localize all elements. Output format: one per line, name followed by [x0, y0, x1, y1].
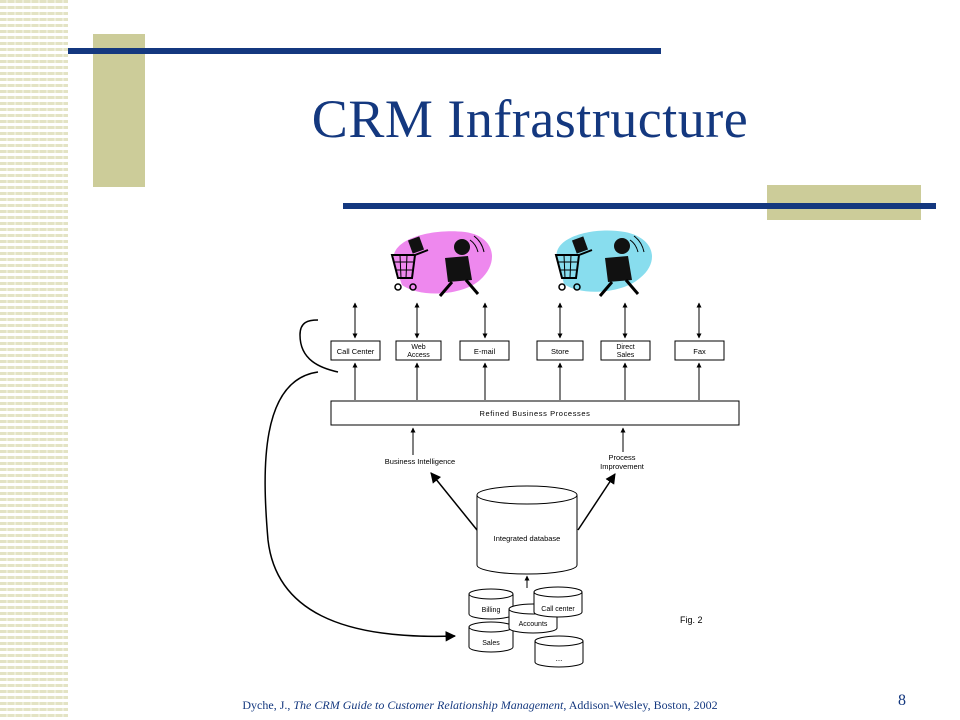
channel-label-email: E-mail [474, 347, 496, 356]
db-billing-label: Billing [482, 607, 501, 614]
refined-business-processes-label: Refined Business Processes [479, 409, 590, 418]
analytics-arrows [410, 427, 626, 455]
db-accounts-label: Accounts [519, 621, 548, 628]
channel-label-web: Web [411, 344, 425, 351]
process-improvement-label-line2: Improvement [600, 462, 645, 471]
channel-label-direct: Direct [616, 344, 634, 351]
top-rule [68, 48, 661, 54]
db-more: ... [534, 635, 584, 668]
channel-box-web-access: Web Access [395, 340, 442, 361]
channel-label-call-center: Call Center [337, 347, 375, 356]
channel-box-call-center: Call Center [330, 340, 381, 361]
db-to-analytics-arrows [430, 472, 616, 531]
db-sales: Sales [468, 621, 514, 653]
citation-book-title: The CRM Guide to Customer Relationship M… [293, 698, 564, 712]
channel-box-direct-sales: Direct Sales [600, 340, 651, 361]
channel-label-sales: Sales [617, 352, 635, 359]
channel-label-store: Store [551, 347, 569, 356]
left-stripe-decoration [0, 0, 68, 720]
db-call-center: Call center [533, 586, 583, 618]
db-sales-label: Sales [482, 640, 500, 647]
channel-label-access: Access [407, 352, 430, 359]
fig-label: Fig. 2 [680, 615, 703, 625]
integrated-database-label: Integrated database [494, 534, 561, 543]
channel-top-arrows [352, 302, 702, 339]
channel-box-fax: Fax [674, 340, 725, 361]
channel-box-store: Store [536, 340, 584, 361]
citation: Dyche, J., The CRM Guide to Customer Rel… [0, 698, 960, 713]
citation-publisher: , Addison-Wesley, Boston, 2002 [563, 698, 718, 712]
db-call-center-label: Call center [541, 606, 575, 613]
db-billing: Billing [468, 588, 514, 620]
slide-title: CRM Infrastructure [311, 89, 749, 149]
db-more-label: ... [556, 654, 563, 663]
shopper-clipart-pink [390, 231, 492, 297]
feedback-curve [264, 319, 455, 636]
khaki-block-top-left [93, 34, 145, 187]
integrated-database-cylinder: Integrated database [476, 485, 578, 575]
channel-bottom-arrows [352, 362, 702, 400]
bottom-rule [343, 203, 936, 209]
shopper-clipart-blue [554, 230, 652, 297]
citation-author: Dyche, J., [242, 698, 294, 712]
khaki-block-right [767, 185, 921, 220]
business-intelligence-label: Business Intelligence [385, 457, 455, 466]
page-number: 8 [898, 692, 906, 709]
process-improvement-label-line1: Process [608, 453, 635, 462]
channel-label-fax: Fax [693, 347, 706, 356]
channel-box-email: E-mail [459, 340, 510, 361]
refined-business-processes-box: Refined Business Processes [330, 400, 740, 426]
